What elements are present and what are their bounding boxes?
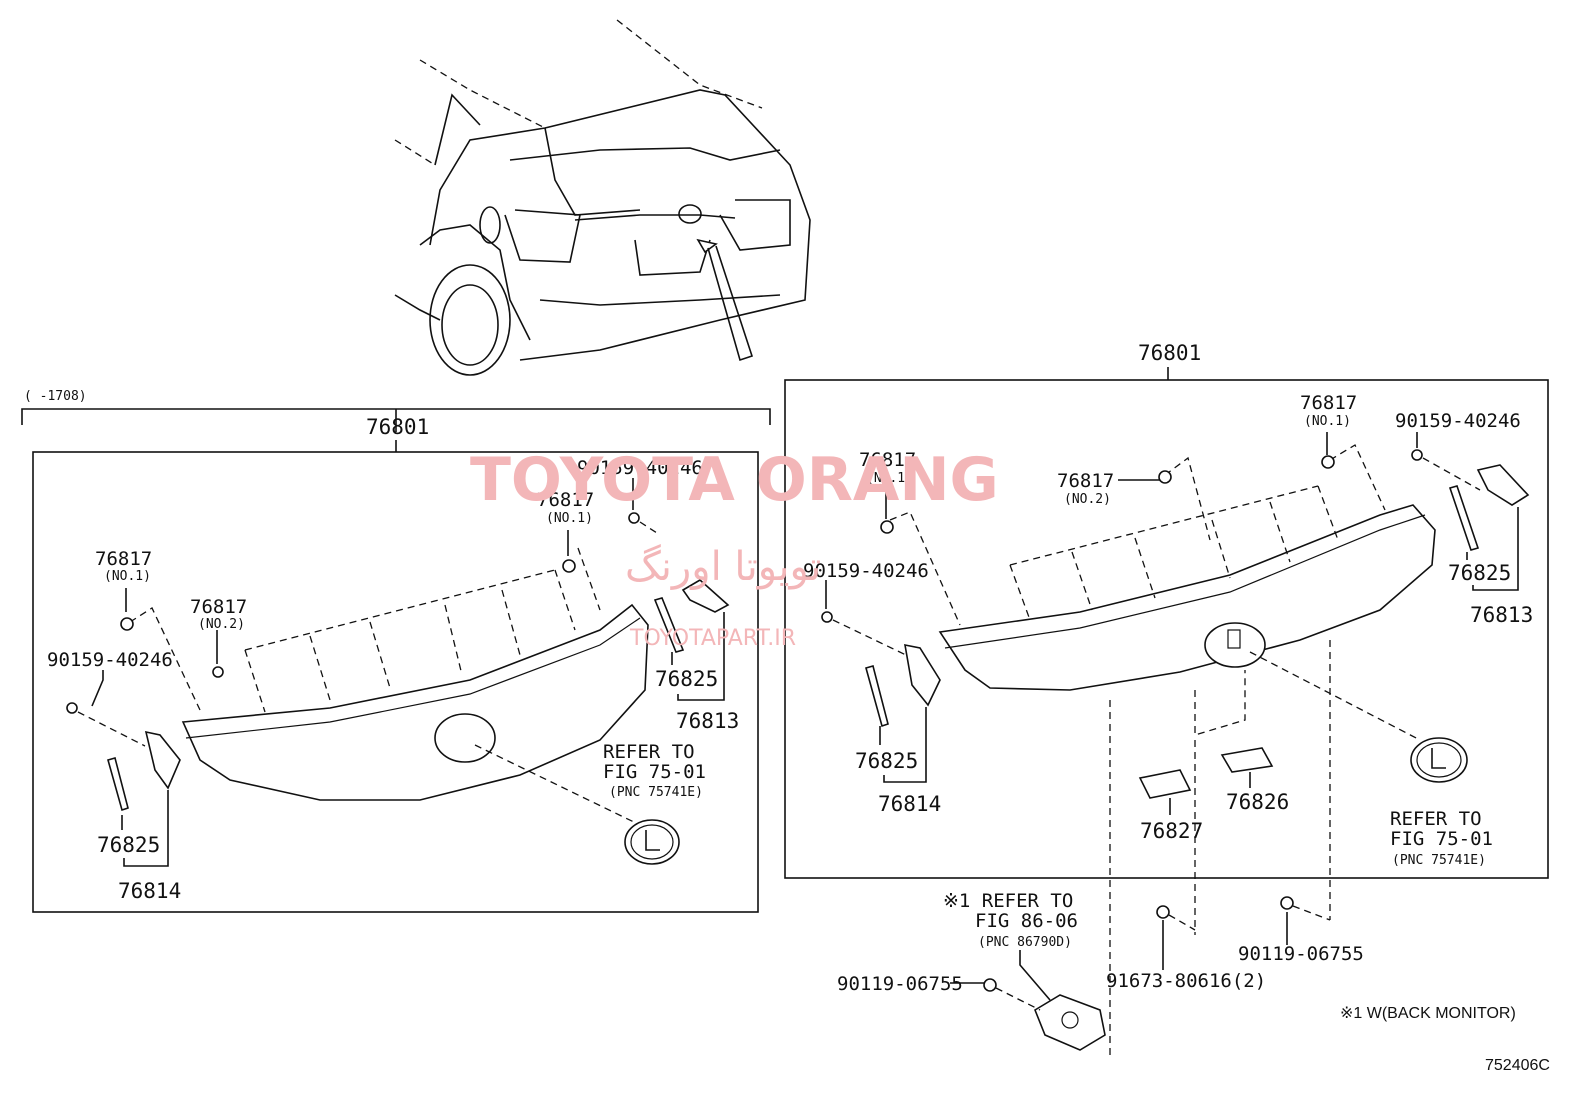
watermark-persian: تویوتا اورنگ [625, 544, 821, 590]
refer-line3: (PNC 75741E) [1392, 853, 1486, 868]
figure-code: 752406C [1485, 1057, 1550, 1074]
label-76825: 76825 [97, 833, 160, 857]
assembly-number: 76801 [366, 415, 429, 439]
emblem-right [1410, 737, 1468, 783]
label-76817-no1: 76817 [537, 489, 594, 511]
label-90119-06755: 90119-06755 [837, 973, 963, 995]
label-76813: 76813 [1470, 603, 1533, 627]
date-note: ( -1708) [24, 389, 87, 404]
label-90159-40246: 90159-40246 [577, 457, 703, 479]
refer-line2: FIG 86-06 [975, 910, 1078, 932]
label-76817-no1: 76817 [95, 548, 152, 570]
label-76814: 76814 [878, 792, 941, 816]
right-labels: 76817 (NO.1) 76817 (NO.2) 76817 (NO.1) 9… [803, 392, 1533, 868]
label-76814: 76814 [118, 879, 181, 903]
left-labels: 76817 (NO.1) 76817 (NO.2) 76817 (NO.1) 9… [47, 457, 739, 903]
label-76825: 76825 [1448, 561, 1511, 585]
refer-line2: FIG 75-01 [603, 761, 706, 783]
assembly-number: 76801 [1138, 341, 1201, 365]
label-76813: 76813 [676, 709, 739, 733]
label-91673-80616: 91673-80616(2) [1106, 970, 1266, 992]
garnish-panel-left [181, 603, 649, 801]
label-76817-no1-sub: (NO.1) [546, 511, 593, 526]
label-76817-no1-sub: (NO.1) [866, 471, 913, 486]
emblem-left [624, 819, 680, 865]
label-76826: 76826 [1226, 790, 1289, 814]
refer-line1: REFER TO [1390, 808, 1482, 830]
watermark-brand: TOYOTA ORANG [470, 445, 999, 515]
refer-line1: ※1 REFER TO [943, 890, 1073, 912]
label-90119-06755: 90119-06755 [1238, 943, 1364, 965]
right-panel: 76801 [784, 341, 1549, 1060]
label-76825: 76825 [855, 749, 918, 773]
label-76817-no1-sub: (NO.1) [1304, 414, 1351, 429]
refer-line1: REFER TO [603, 741, 695, 763]
bottom-area [950, 896, 1331, 1051]
refer-line2: FIG 75-01 [1390, 828, 1493, 850]
label-76817-no2-sub: (NO.2) [198, 617, 245, 632]
left-panel: ( -1708) 76801 [21, 389, 771, 913]
car-rear-illustration [394, 19, 811, 376]
bottom-labels: ※1 REFER TO FIG 86-06 (PNC 86790D) 90119… [837, 890, 1550, 1074]
label-76817-no2: 76817 [190, 596, 247, 618]
footnote: ※1 W(BACK MONITOR) [1340, 1005, 1516, 1022]
label-76817-no1-sub: (NO.1) [104, 569, 151, 584]
label-90159-40246: 90159-40246 [47, 649, 173, 671]
label-76817-no1: 76817 [859, 449, 916, 471]
back-camera [1034, 994, 1106, 1051]
watermark-url: TOYOTAPART.IR [629, 626, 796, 651]
label-76817-no1: 76817 [1300, 392, 1357, 414]
garnish-panel-right [938, 504, 1436, 691]
label-90159-40246: 90159-40246 [1395, 410, 1521, 432]
label-76827: 76827 [1140, 819, 1203, 843]
refer-line3: (PNC 75741E) [609, 785, 703, 800]
label-76817-no2-sub: (NO.2) [1064, 492, 1111, 507]
refer-line3: (PNC 86790D) [978, 935, 1072, 950]
bracket-76826 [1220, 747, 1274, 773]
label-76817-no2: 76817 [1057, 470, 1114, 492]
label-90159-40246: 90159-40246 [803, 560, 929, 582]
label-76825: 76825 [655, 667, 718, 691]
bracket-76827 [1138, 769, 1192, 799]
watermark: TOYOTA ORANG تویوتا اورنگ TOYOTAPART.IR [470, 445, 999, 651]
